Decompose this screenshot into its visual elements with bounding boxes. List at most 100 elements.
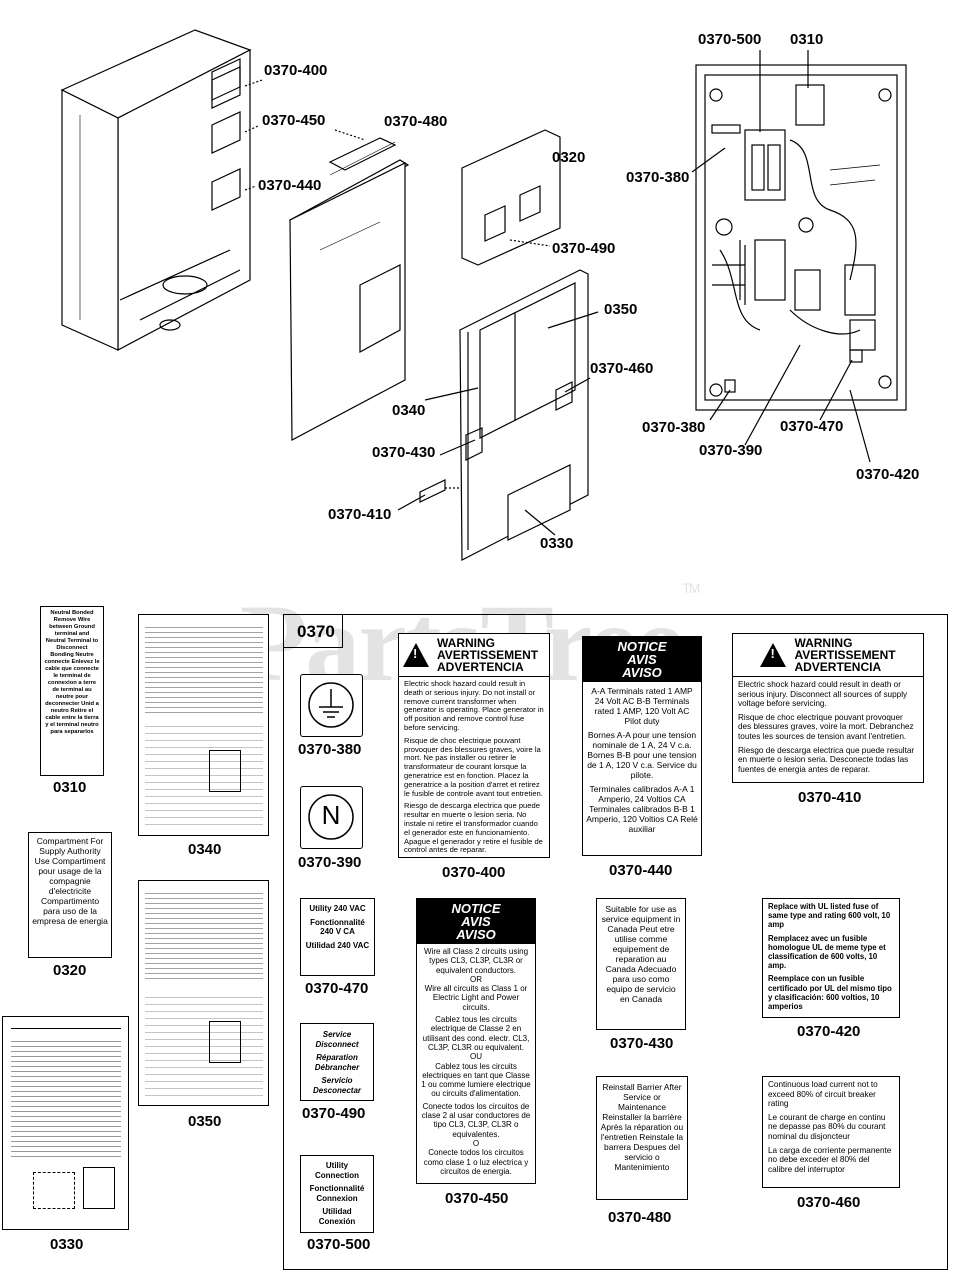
label-500-c: Utilidad Conexión xyxy=(318,1207,356,1226)
part-label-0310: 0310 xyxy=(53,779,87,796)
label-card-0370-490: Service Disconnect Réparation Débrancher… xyxy=(300,1023,374,1101)
warn-400-h1: WARNING xyxy=(437,636,495,650)
warn-410-p3: Riesgo de descarga electrica que puede r… xyxy=(738,745,915,774)
callout-0320: 0320 xyxy=(552,149,586,166)
part-label-0370-390: 0370-390 xyxy=(298,854,362,871)
part-label-0370-470: 0370-470 xyxy=(305,980,369,997)
part-label-0350: 0350 xyxy=(188,1113,222,1130)
callout-0370-380-top: 0370-380 xyxy=(626,169,690,186)
warning-decal-0370-400: WARNING AVERTISSEMENT ADVERTENCIA Electr… xyxy=(398,633,550,858)
neutral-icon xyxy=(308,794,354,840)
notice-440-p3: Terminales calibrados A-A 1 Amperio, 24 … xyxy=(586,784,698,834)
label-card-0330 xyxy=(2,1016,129,1230)
ground-symbol-decal xyxy=(300,674,363,737)
warn-400-h3: ADVERTENCIA xyxy=(437,660,524,674)
part-label-0370-410: 0370-410 xyxy=(798,789,862,806)
warning-decal-0370-410: WARNING AVERTISSEMENT ADVERTENCIA Electr… xyxy=(732,633,924,783)
callout-0350: 0350 xyxy=(604,301,638,318)
callout-0370-420: 0370-420 xyxy=(856,466,920,483)
notice-440-h3: AVISO xyxy=(622,665,662,680)
label-0310-text: Neutral Bonded Remove Wire between Groun… xyxy=(44,610,100,735)
label-0320-text: Compartment For Supply Authority Use Com… xyxy=(32,836,108,926)
part-label-0340: 0340 xyxy=(188,841,222,858)
notice-450-or2: OU xyxy=(470,1052,482,1062)
label-card-0370-480: Reinstall Barrier After Service or Maint… xyxy=(596,1076,688,1200)
callout-0370-440: 0370-440 xyxy=(258,177,322,194)
callout-0370-470: 0370-470 xyxy=(780,418,844,435)
warn-410-h2: AVERTISSEMENT xyxy=(794,648,896,662)
notice-440-p1: A-A Terminals rated 1 AMP 24 Volt AC B-B… xyxy=(591,686,693,726)
part-label-0370-430: 0370-430 xyxy=(610,1035,674,1052)
notice-450-p4: Cablez tous les circuits electriques en … xyxy=(421,1061,531,1099)
callout-0370-430: 0370-430 xyxy=(372,444,436,461)
label-card-0320: Compartment For Supply Authority Use Com… xyxy=(28,832,112,958)
callout-0370-480: 0370-480 xyxy=(384,113,448,130)
part-label-0370-480: 0370-480 xyxy=(608,1209,672,1226)
callout-0330: 0330 xyxy=(540,535,574,552)
notice-450-or3: O xyxy=(472,1138,480,1148)
notice-450-h3: AVISO xyxy=(456,927,496,942)
label-460-p3: La carga de corriente permanente no debe… xyxy=(768,1145,892,1174)
notice-450-p2: Wire all circuits as Class 1 or Electric… xyxy=(424,984,528,1012)
label-490-b: Réparation Débrancher xyxy=(314,1053,360,1072)
label-470-a: Utility 240 VAC xyxy=(309,904,366,913)
warn-400-p1: Electric shock hazard could result in de… xyxy=(404,679,544,732)
part-label-0370-420: 0370-420 xyxy=(797,1023,861,1040)
label-460-p2: Le courant de charge en continu ne depas… xyxy=(768,1112,886,1141)
part-label-0370-490: 0370-490 xyxy=(302,1105,366,1122)
label-430-text: Suitable for use as service equipment in… xyxy=(601,904,681,1004)
callout-0310: 0310 xyxy=(790,31,824,48)
ground-icon xyxy=(308,682,354,728)
label-card-0370-460: Continuous load current not to exceed 80… xyxy=(762,1076,900,1188)
label-500-a: Utility Connection xyxy=(315,1161,359,1180)
callout-0370-390: 0370-390 xyxy=(699,442,763,459)
label-card-0370-500: Utility Connection Fonctionnalité Connex… xyxy=(300,1155,374,1233)
label-490-c: Servicio Desconectar xyxy=(312,1076,362,1095)
warn-400-h2: AVERTISSEMENT xyxy=(437,648,539,662)
warn-410-h1: WARNING xyxy=(794,636,853,650)
notice-440-h1: NOTICE xyxy=(617,639,667,654)
callout-0370-490: 0370-490 xyxy=(552,240,616,257)
callout-0370-400: 0370-400 xyxy=(264,62,328,79)
label-card-0370-470: Utility 240 VAC Fonctionnalité 240 V CA … xyxy=(300,898,375,976)
callout-0370-380-bottom: 0370-380 xyxy=(642,419,706,436)
part-label-0370-450: 0370-450 xyxy=(445,1190,509,1207)
callout-0370-450: 0370-450 xyxy=(262,112,326,129)
frame-tag: 0370 xyxy=(283,614,343,648)
label-card-0350 xyxy=(138,880,269,1106)
notice-450-h2: AVIS xyxy=(461,914,491,929)
label-420-p3: Reemplace con un fusible certificado por… xyxy=(768,974,892,1012)
part-label-0320: 0320 xyxy=(53,962,87,979)
watermark-tm: TM xyxy=(682,580,700,596)
warn-410-h3: ADVERTENCIA xyxy=(794,660,882,674)
notice-decal-0370-440: NOTICE AVIS AVISO A-A Terminals rated 1 … xyxy=(582,636,702,856)
callout-0340: 0340 xyxy=(392,402,426,419)
notice-450-p3: Cablez tous les circuits electrique de C… xyxy=(422,1015,530,1052)
neutral-symbol-decal: N xyxy=(300,786,363,849)
label-card-0340 xyxy=(138,614,269,836)
neutral-letter: N xyxy=(321,800,341,830)
part-label-0330: 0330 xyxy=(50,1236,84,1253)
notice-450-or1: OR xyxy=(470,974,482,984)
notice-440-p2: Bornes A-A pour une tension nominale de … xyxy=(587,730,697,780)
label-460-p1: Continuous load current not to exceed 80… xyxy=(768,1080,878,1109)
warning-triangle-icon-410 xyxy=(760,643,787,667)
notice-450-p5: Conecte todos los circuitos de clase 2 a… xyxy=(421,1101,531,1139)
part-label-0370-380: 0370-380 xyxy=(298,741,362,758)
warning-triangle-icon xyxy=(403,643,429,667)
warn-400-p2: Risque de choc electrique pouvant provoq… xyxy=(404,735,543,798)
exploded-view-drawing xyxy=(60,29,907,561)
notice-450-p6: Conecte todos los circuitos como clase 1… xyxy=(423,1148,529,1176)
label-470-c: Utilidad 240 VAC xyxy=(305,940,370,950)
label-card-0370-430: Suitable for use as service equipment in… xyxy=(596,898,686,1030)
notice-decal-0370-450: NOTICE AVIS AVISO Wire all Class 2 circu… xyxy=(416,898,536,1184)
warn-400-p3: Riesgo de descarga electrica que puede r… xyxy=(404,801,543,855)
label-420-p1: Replace with UL listed fuse of same type… xyxy=(768,902,891,930)
warn-410-p1: Electric shock hazard could result in de… xyxy=(738,680,908,709)
label-card-0310: Neutral Bonded Remove Wire between Groun… xyxy=(40,606,104,776)
callout-0370-410: 0370-410 xyxy=(328,506,392,523)
label-490-a: Service Disconnect xyxy=(315,1030,359,1049)
label-420-p2: Remplacez avec un fusible homologue UL d… xyxy=(768,933,886,971)
notice-450-p1: Wire all Class 2 circuits using types CL… xyxy=(423,947,529,975)
decal-kit-frame xyxy=(283,614,948,1270)
